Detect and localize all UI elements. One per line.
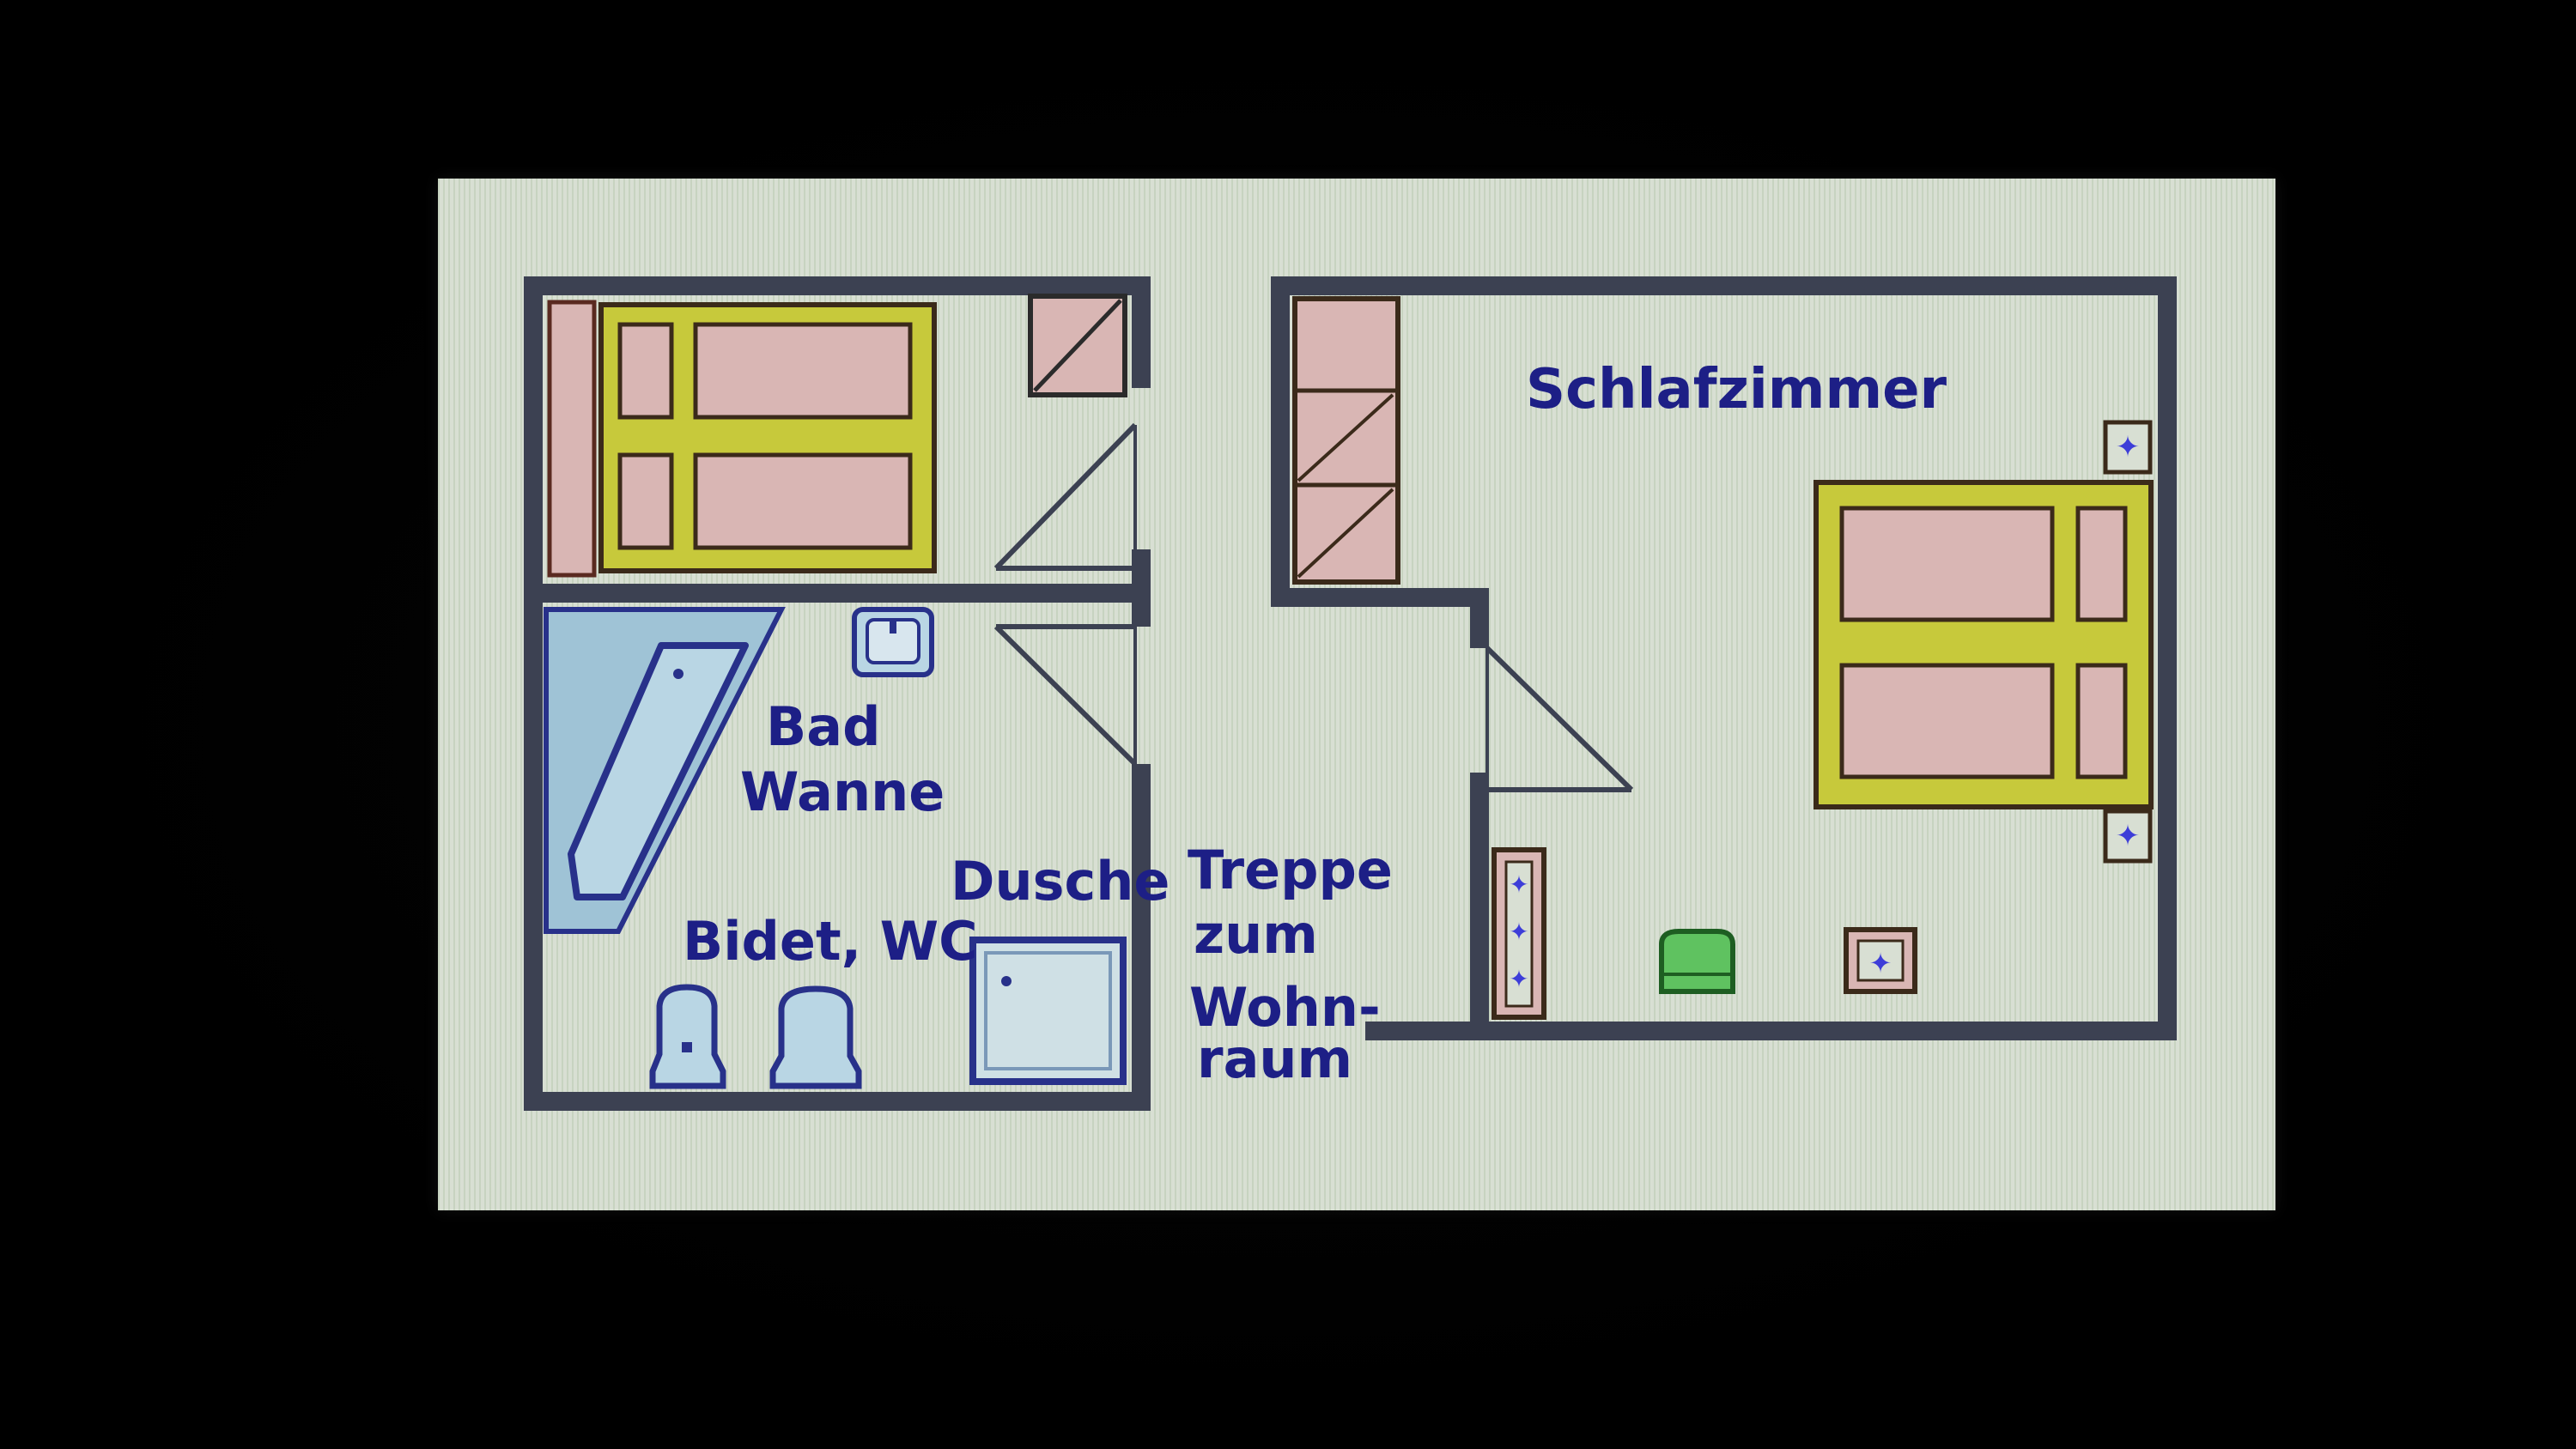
- wall-bottom-right: [1365, 1022, 2177, 1040]
- bed-mattress-top-long: [693, 322, 913, 420]
- wardrobe-icon-hall: [1292, 296, 1400, 585]
- chair: [1659, 929, 1735, 994]
- nightstand-icon-top: [2103, 420, 2153, 475]
- bidet-icon: [649, 984, 726, 1089]
- sink-faucet: [890, 618, 896, 634]
- toilet-icon: [769, 985, 862, 1089]
- bed-mattress-bottom: [617, 452, 674, 550]
- wall-bath-right-low: [1132, 764, 1151, 1111]
- top-left-bed: [547, 300, 937, 578]
- dresser: ✦ ✦ ✦: [1492, 847, 1546, 1020]
- bed-mattress-bottom-long: [693, 452, 913, 550]
- wall-bath-right-mid: [1132, 549, 1151, 627]
- dresser-knob-3: ✦: [1509, 965, 1528, 993]
- stairs-label-line3: Wohn-: [1189, 976, 1381, 1039]
- nightstand-icon-bottom: [2103, 809, 2153, 864]
- sink: [852, 607, 934, 677]
- bedroom-label: Schlafzimmer: [1526, 358, 1947, 421]
- stairs-label-line2: zum: [1194, 903, 1318, 966]
- bed-bedroom-mattress-2: [1839, 663, 2055, 779]
- double-bed: [1814, 480, 2154, 809]
- wall-hall-step-down: [1470, 588, 1489, 648]
- shower-tray-icon: [969, 937, 1127, 1085]
- bidet-wc-label: Bidet, WC: [683, 910, 978, 973]
- wall-left-outer: [524, 276, 543, 1109]
- room-labels: Schlafzimmer Bad Wanne Dusche Bidet, WC …: [683, 358, 1947, 1090]
- side-table-lamp: ✦: [1869, 947, 1893, 979]
- wardrobe-diagonal: [1033, 299, 1122, 392]
- wall-top-right: [1271, 276, 2177, 295]
- walls: [524, 276, 2177, 1111]
- nightstands: ✦ ✦: [2103, 420, 2153, 864]
- shower-tray: [969, 937, 1127, 1085]
- shower-tray-inner: [984, 951, 1112, 1070]
- wall-bedroom-inner: [1470, 773, 1489, 1040]
- wall-top-left: [524, 276, 1151, 295]
- bath-label-line1: Bad: [766, 695, 880, 758]
- dresser-inner: [1504, 860, 1534, 1008]
- wall-bath-divider: [543, 584, 1135, 603]
- bidet-spout: [682, 1042, 692, 1052]
- small-wardrobe: [1028, 294, 1127, 397]
- bed-bedroom-mattress-1: [1839, 506, 2055, 622]
- shower-drain: [1001, 976, 1012, 986]
- wall-bath-right: [1132, 276, 1151, 388]
- door-swings-left: [993, 422, 1138, 767]
- wardrobe-diag-1: [1297, 393, 1394, 482]
- bed-bedroom-pillow-2: [2075, 663, 2128, 779]
- dresser-knob-1: ✦: [1509, 870, 1528, 899]
- bathtub-icon: [568, 642, 749, 900]
- headboard-cabinet: [547, 300, 597, 578]
- wall-hall-left: [1271, 276, 1290, 603]
- chair-icon: [1659, 929, 1735, 994]
- side-table-inner: [1856, 939, 1905, 982]
- lamp-bottom: ✦: [2116, 819, 2141, 853]
- door-swing-icon: [993, 422, 1138, 571]
- lamp-top: ✦: [2116, 430, 2141, 464]
- bed-mattress-top: [617, 322, 674, 420]
- bedroom-door: [1485, 646, 1634, 792]
- side-table: ✦: [1844, 927, 1917, 994]
- toilet-bidet: [649, 984, 862, 1089]
- bathtub: [544, 607, 786, 934]
- hall-wardrobe: [1292, 296, 1400, 585]
- bath-label-line2: Wanne: [740, 761, 945, 823]
- bed-bedroom-pillow-1: [2075, 506, 2128, 622]
- wall-bottom-left: [524, 1092, 1151, 1111]
- dresser-knob-2: ✦: [1509, 918, 1528, 946]
- wall-right: [2158, 276, 2177, 1039]
- wall-hall-step: [1271, 588, 1485, 607]
- wardrobe-diag-2: [1297, 488, 1394, 579]
- door-swing-icon-3: [1485, 646, 1634, 792]
- stairs-label-line1: Treppe: [1188, 839, 1393, 901]
- bathtub-drain: [673, 669, 683, 679]
- shower-label: Dusche: [951, 850, 1170, 912]
- stairs-label-line4: raum: [1197, 1028, 1352, 1090]
- door-swing-icon-2: [993, 624, 1138, 767]
